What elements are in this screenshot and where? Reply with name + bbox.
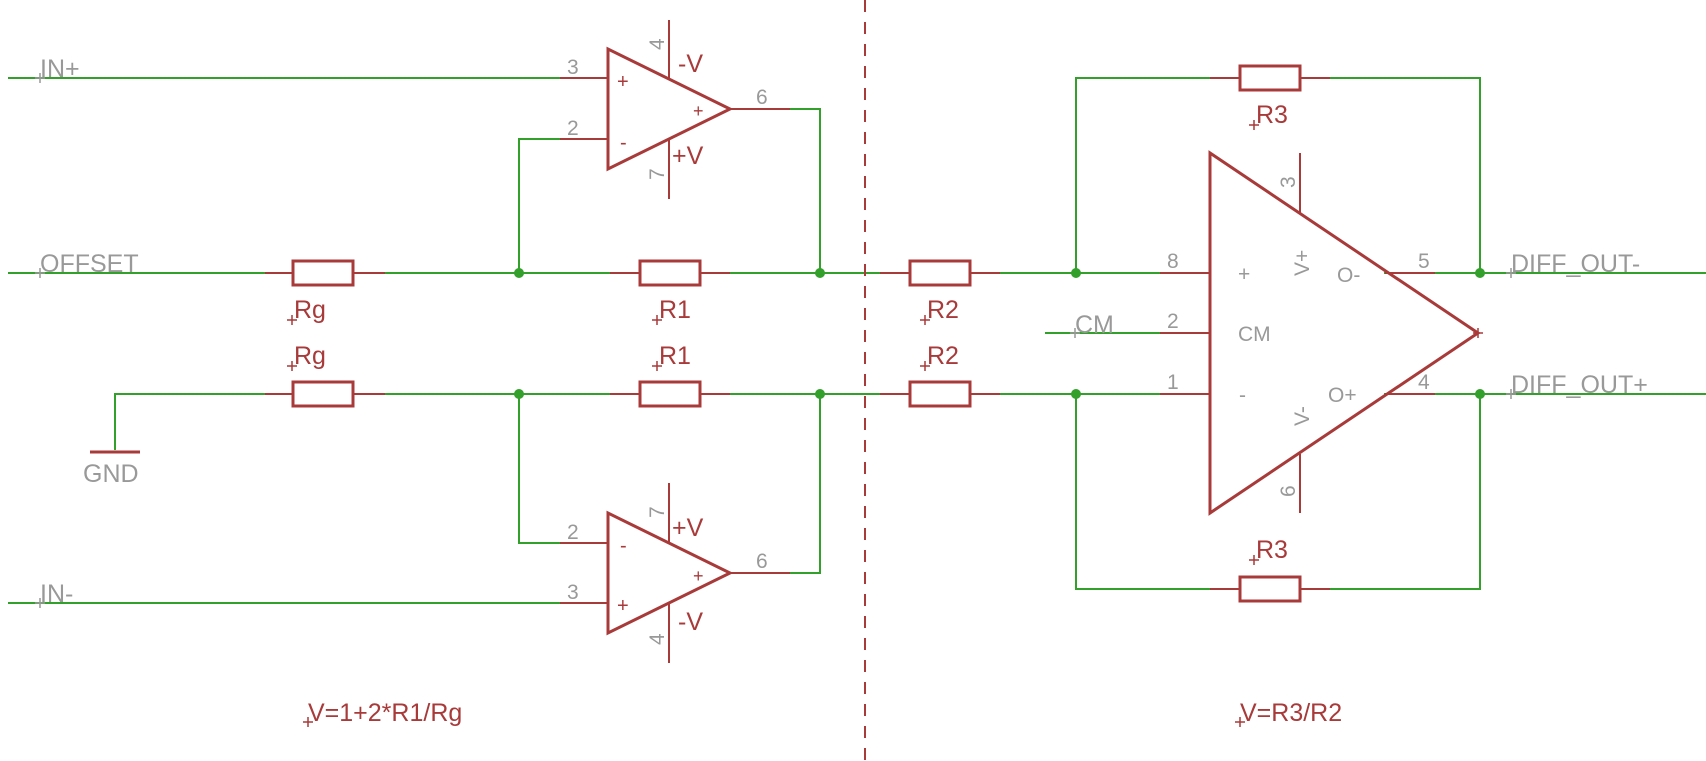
junction-dot [1475,268,1485,278]
junction-dot [1475,389,1485,399]
part-name-r3-bottom: R3 [1256,536,1288,564]
net-label-in-plus: IN+ [40,55,80,83]
opamp-plus-sign: + [617,71,629,93]
junction-dot [514,389,524,399]
diff-amp-label-vplus: V+ [1291,250,1314,276]
diff-amp-label-out-minus: O- [1337,264,1360,287]
pin-number: 8 [1167,250,1179,273]
equation-left: V=1+2*R1/Rg [308,699,462,727]
wire-top-out [790,108,821,273]
net-labels: IN+ OFFSET IN- GND CM DIFF_OUT- DIFF_OUT… [40,55,1648,608]
junction-dot [1071,389,1081,399]
resistors [265,64,1330,603]
pin-number: 6 [756,86,768,109]
wire-r3-top-loop-left [1075,77,1210,273]
pin-number: 6 [756,550,768,573]
wire-bottom-inv-feedback [518,394,608,544]
part-name-r3-top: R3 [1256,101,1288,129]
diff-amp-label-plus: + [1238,263,1250,286]
resistor-rg-bottom[interactable] [265,380,385,408]
resistor-r2-top[interactable] [880,259,1000,287]
resistor-r2-bottom[interactable] [880,380,1000,408]
pin-number: 1 [1167,371,1179,394]
rail-label: +V [672,142,704,170]
pin-number: 3 [1277,176,1300,188]
junction-dot [514,268,524,278]
wire-r3-bottom-loop-right [1330,394,1481,590]
diff-amp[interactable] [1160,150,1481,516]
pin-number: 3 [567,581,579,604]
opamp-plus-sign: + [617,595,629,617]
opamp-output-sign: + [693,101,704,121]
net-label-in-minus: IN- [40,580,73,608]
pin-number: 7 [646,506,669,518]
resistor-r1-top[interactable] [610,259,730,287]
pin-number: 4 [1418,371,1430,394]
pin-number: 5 [1418,250,1430,273]
net-label-cm: CM [1075,311,1114,339]
equation-right: V=R3/R2 [1240,699,1342,727]
diff-amp-label-vminus: V- [1291,406,1314,426]
pin-number: 4 [646,38,669,50]
net-label-diff-out-plus: DIFF_OUT+ [1511,371,1648,399]
rail-label: -V [678,608,703,636]
wire-top-inv-feedback [518,138,608,273]
junction-dot [815,268,825,278]
wire-gnd [114,393,265,450]
opamp-minus-sign: - [620,132,627,154]
diff-amp-label-minus: - [1239,384,1246,407]
part-name-rg-bottom: Rg [294,342,326,370]
resistor-r3-top[interactable] [1210,64,1330,92]
pin-number: 4 [646,633,669,645]
part-name-r2-bottom: R2 [927,342,959,370]
part-name-rg-top: Rg [294,296,326,324]
label-origin-marks [35,73,1516,727]
net-label-gnd: GND [83,460,139,488]
wire-r3-top-loop-right [1330,77,1481,273]
equations: V=1+2*R1/Rg V=R3/R2 [308,699,1342,727]
resistor-r1-bottom[interactable] [610,380,730,408]
wire-r3-bottom-loop-left [1075,394,1210,590]
diff-amp-labels: 8 2 1 5 4 3 6 V+ V- + - CM O- O+ [1167,176,1430,497]
pin-number: 2 [567,117,579,140]
junction-dot [1071,268,1081,278]
opamp-top-labels: 3 2 6 4 7 -V +V + - + [567,38,768,180]
junctions [514,268,1485,399]
pin-number: 2 [567,521,579,544]
part-name-r1-bottom: R1 [659,342,691,370]
part-name-r1-top: R1 [659,296,691,324]
net-label-diff-out-minus: DIFF_OUT- [1511,250,1640,278]
part-names: Rg Rg R1 R1 R2 R2 R3 R3 [294,101,1288,564]
net-label-offset: OFFSET [40,250,139,278]
opamp-minus-sign: - [620,535,627,557]
rail-label: +V [672,514,704,542]
resistor-r3-bottom[interactable] [1210,575,1330,603]
opamp-bottom-labels: 2 3 6 7 4 +V -V - + + [567,506,768,645]
part-name-r2-top: R2 [927,296,959,324]
diff-amp-label-out-plus: O+ [1328,384,1357,407]
opamp-bottom[interactable] [560,483,790,663]
opamp-top[interactable] [560,20,790,199]
diff-amp-label-cm: CM [1238,323,1271,346]
pin-number: 7 [646,168,669,180]
pin-number: 6 [1277,485,1300,497]
wires [8,77,1706,604]
wire-bottom-out [790,394,821,574]
resistor-rg-top[interactable] [265,259,385,287]
opamp-output-sign: + [693,566,704,586]
junction-dot [815,389,825,399]
rail-label: -V [678,50,703,78]
pin-number: 2 [1167,310,1179,333]
pin-number: 3 [567,56,579,79]
